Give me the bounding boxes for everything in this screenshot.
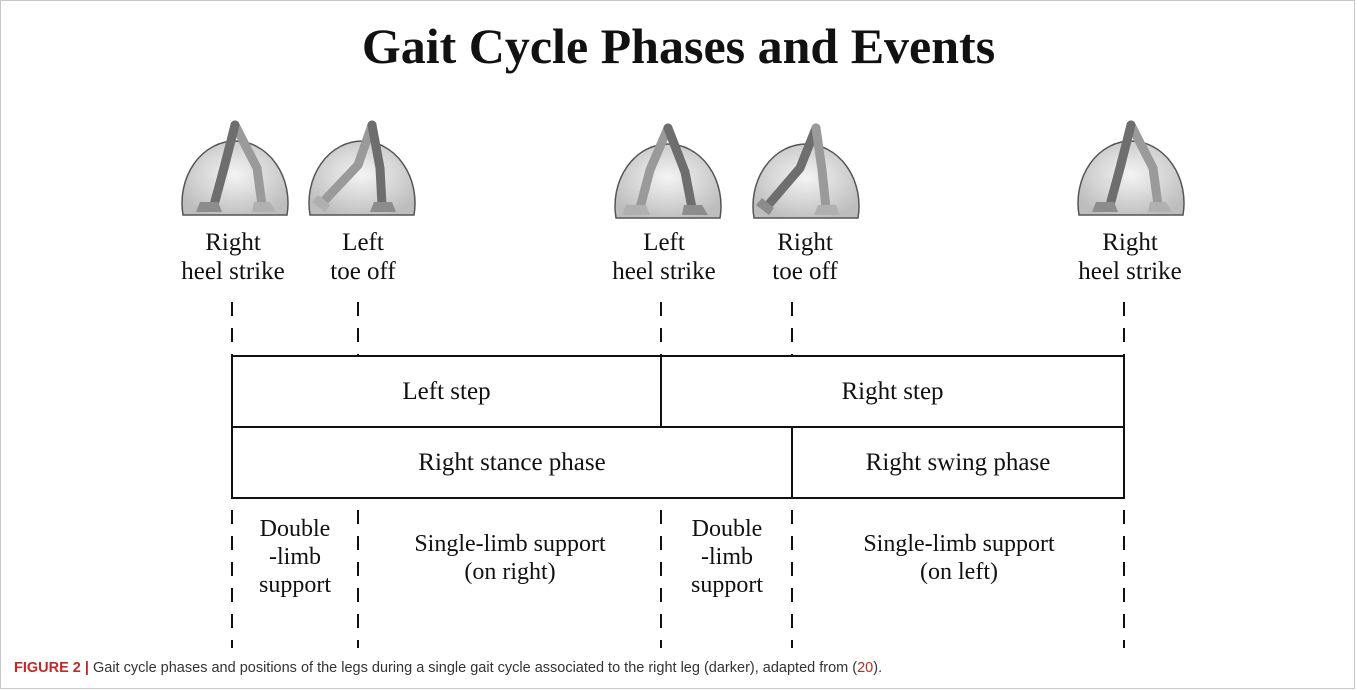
phase-table <box>231 355 1125 499</box>
cell-right-swing-phase: Right swing phase <box>865 448 1051 476</box>
leg-figure-left-heel-strike <box>614 123 722 219</box>
leg-figure-right-heel-strike <box>181 120 289 216</box>
support-single-limb-left: Single-limb support(on left) <box>863 531 1055 585</box>
caption-reference-link[interactable]: 20 <box>857 660 874 676</box>
leg-figure-right-heel-strike-end <box>1077 120 1185 216</box>
event-markers <box>231 302 1125 356</box>
caption-label: FIGURE 2 | <box>14 660 89 676</box>
diagram-title: Gait Cycle Phases and Events <box>361 18 996 74</box>
figure-caption: FIGURE 2 | Gait cycle phases and positio… <box>14 660 882 676</box>
caption-text: Gait cycle phases and positions of the l… <box>88 660 858 676</box>
cell-left-step: Left step <box>402 377 491 405</box>
cell-right-stance-phase: Right stance phase <box>418 448 606 476</box>
leg-figure-left-toe-off <box>308 120 416 216</box>
support-markers <box>231 510 1125 648</box>
caption-end: ). <box>873 660 883 676</box>
support-single-limb-right: Single-limb support(on right) <box>414 531 606 585</box>
leg-figure-right-toe-off <box>752 123 860 219</box>
cell-right-step: Right step <box>841 377 944 405</box>
